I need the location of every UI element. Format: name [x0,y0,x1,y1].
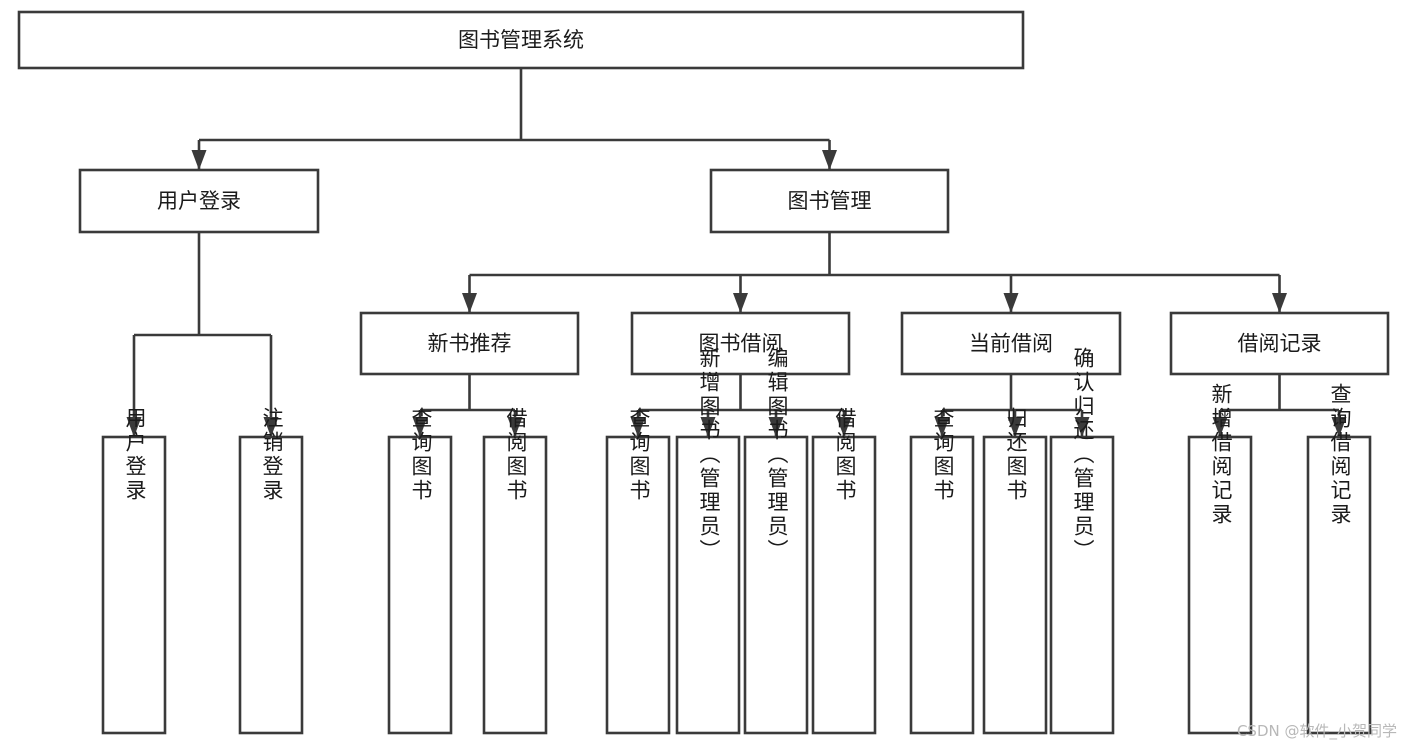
new-book-recommend-to-leaves-arrow-0 [412,417,428,437]
book-borrow-to-leaves-arrow-1 [700,417,716,437]
leaf-node-leaf-add-book-box[interactable] [675,435,741,735]
bm-to-level2-arrow-3 [1272,293,1287,313]
ul-to-leaves-arrow-1 [263,417,279,437]
level1-node-user-login[interactable]: 用户登录 [78,168,320,234]
csdn-watermark: CSDN @软件_小贺同学 [1236,722,1397,740]
leaf-node-leaf-user-logout[interactable]: 注销登录 [238,407,304,735]
book-borrow-to-leaves-arrow-0 [630,417,646,437]
level2-node-current-borrow[interactable]: 当前借阅 [900,311,1122,376]
ul-to-leaves-arrow-0 [126,417,142,437]
leaf-node-leaf-user-logout-box[interactable] [238,435,304,735]
leaf-node-leaf-query-book-recommend[interactable]: 查询图书 [387,407,453,735]
leaf-node-leaf-borrow-book-recommend-box[interactable] [482,435,548,735]
level2-node-new-book-recommend-box[interactable] [359,311,580,376]
level1-node-book-management[interactable]: 图书管理 [709,168,950,234]
current-borrow-to-leaves-arrow-1 [1007,417,1023,437]
leaf-node-leaf-edit-book-label: 编辑图书（管理员） [765,347,789,563]
leaf-node-leaf-query-book-borrow-box[interactable] [605,435,671,735]
new-book-recommend-to-leaves-arrow-1 [507,417,523,437]
level2-node-new-book-recommend[interactable]: 新书推荐 [359,311,580,376]
leaf-node-leaf-add-book-label: 新增图书（管理员） [697,347,721,563]
root-node-system-box[interactable] [17,10,1025,70]
leaf-node-leaf-add-borrow-record-label: 新增借阅记录 [1209,383,1233,527]
root-node-system[interactable]: 图书管理系统 [17,10,1025,70]
leaf-node-leaf-borrow-book-recommend[interactable]: 借阅图书 [482,407,548,735]
current-borrow-to-leaves-arrow-0 [934,417,950,437]
level2-node-current-borrow-label: 当前借阅 [969,332,1053,356]
leaf-node-leaf-borrow-book-label: 借阅图书 [833,407,857,503]
leaf-node-leaf-borrow-book-recommend-label: 借阅图书 [504,407,528,503]
leaf-node-leaf-confirm-return[interactable]: 确认归还（管理员） [1049,347,1115,735]
root-node-system-label: 图书管理系统 [458,28,584,52]
leaf-node-leaf-return-book[interactable]: 归还图书 [982,407,1048,735]
bm-to-level2-arrow-0 [462,293,477,313]
leaf-node-leaf-query-book-recommend-label: 查询图书 [409,407,433,503]
root-to-level1-arrow-1 [822,150,837,170]
borrow-record-to-leaves-arrow-1 [1331,417,1347,437]
leaf-node-leaf-query-borrow-record-box[interactable] [1306,435,1372,735]
level2-node-borrow-record[interactable]: 借阅记录 [1169,311,1390,376]
level2-node-borrow-record-label: 借阅记录 [1238,332,1322,356]
bm-to-level2-arrow-1 [733,293,748,313]
leaf-node-leaf-add-book[interactable]: 新增图书（管理员） [675,347,741,735]
leaf-node-leaf-user-login-label: 用户登录 [123,407,147,503]
leaf-node-leaf-add-borrow-record[interactable]: 新增借阅记录 [1187,383,1253,735]
connectors-layer [126,68,1347,437]
leaf-node-leaf-query-book-borrow[interactable]: 查询图书 [605,407,671,735]
book-borrow-to-leaves-arrow-2 [768,417,784,437]
root-to-level1-arrow-0 [191,150,207,170]
level2-node-book-borrow-label: 图书借阅 [699,332,783,356]
leaf-node-leaf-confirm-return-box[interactable] [1049,435,1115,735]
leaf-node-leaf-edit-book-box[interactable] [743,435,809,735]
leaf-node-leaf-confirm-return-label: 确认归还（管理员） [1071,347,1095,563]
level2-node-new-book-recommend-label: 新书推荐 [428,332,512,356]
leaf-node-leaf-borrow-book-box[interactable] [811,435,877,735]
bm-to-level2-arrow-2 [1003,293,1019,313]
leaf-node-leaf-query-book-current-label: 查询图书 [931,407,955,503]
leaf-node-leaf-query-borrow-record[interactable]: 查询借阅记录 [1306,383,1372,735]
leaf-node-leaf-query-book-current-box[interactable] [909,435,975,735]
leaf-node-leaf-user-login[interactable]: 用户登录 [101,407,167,735]
nodes-layer: 图书管理系统用户登录图书管理新书推荐图书借阅当前借阅借阅记录用户登录注销登录查询… [17,10,1390,735]
level2-node-borrow-record-box[interactable] [1169,311,1390,376]
level2-node-book-borrow[interactable]: 图书借阅 [630,311,851,376]
leaf-node-leaf-borrow-book[interactable]: 借阅图书 [811,407,877,735]
leaf-node-leaf-query-borrow-record-label: 查询借阅记录 [1328,383,1352,527]
leaf-node-leaf-return-book-box[interactable] [982,435,1048,735]
leaf-node-leaf-user-login-box[interactable] [101,435,167,735]
level1-node-book-management-box[interactable] [709,168,950,234]
leaf-node-leaf-edit-book[interactable]: 编辑图书（管理员） [743,347,809,735]
level2-node-book-borrow-box[interactable] [630,311,851,376]
leaf-node-leaf-query-book-recommend-box[interactable] [387,435,453,735]
level2-node-current-borrow-box[interactable] [900,311,1122,376]
leaf-node-leaf-add-borrow-record-box[interactable] [1187,435,1253,735]
level1-node-user-login-box[interactable] [78,168,320,234]
book-borrow-to-leaves-arrow-3 [836,417,852,437]
current-borrow-to-leaves-arrow-2 [1074,417,1090,437]
leaf-node-leaf-query-book-borrow-label: 查询图书 [627,407,651,503]
borrow-record-to-leaves-arrow-0 [1212,417,1228,437]
level1-node-user-login-label: 用户登录 [157,189,241,213]
leaf-node-leaf-query-book-current[interactable]: 查询图书 [909,407,975,735]
level1-node-book-management-label: 图书管理 [788,189,872,213]
leaf-node-leaf-user-logout-label: 注销登录 [260,407,284,503]
leaf-node-leaf-return-book-label: 归还图书 [1004,407,1028,503]
